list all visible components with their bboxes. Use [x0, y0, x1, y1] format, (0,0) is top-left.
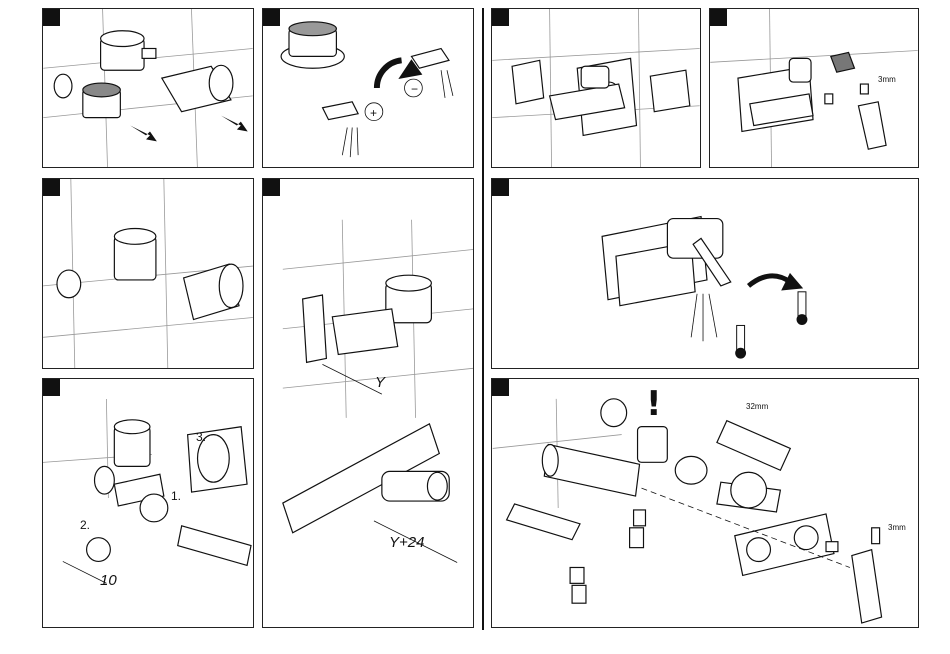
wall-plate-illustration [492, 9, 700, 167]
step-1-label: 1. [171, 490, 181, 502]
warning-mark: ! [646, 387, 662, 421]
temperature-adjust-illustration [263, 9, 473, 167]
panel-trim-sleeve [42, 178, 254, 369]
panel-exploded-parts: ! 32mm 3mm [491, 378, 919, 628]
rough-in-depth-illustration [263, 179, 473, 627]
installed-flow-illustration [492, 179, 918, 368]
step-3-label: 3. [196, 431, 206, 443]
dimension-3mm-bottom: 3mm [888, 524, 906, 532]
panel-stop-valve: 1. 2. 3. 10 [42, 378, 254, 628]
dimension-32mm: 32mm [746, 403, 768, 411]
handle-assembly-illustration [710, 9, 918, 167]
plus-sign: + [370, 107, 377, 119]
cartridge-removal-illustration [43, 9, 253, 167]
dimension-y-plus-24: Y+24 [389, 535, 424, 550]
panel-cartridge-removal [42, 8, 254, 168]
panel-installed-flow [491, 178, 919, 369]
panel-handle-assembly: 3mm [709, 8, 919, 168]
panel-temperature-adjust: + − [262, 8, 474, 168]
dimension-y: Y [375, 375, 385, 390]
dimension-10: 10 [100, 573, 117, 588]
panel-wall-plate [491, 8, 701, 168]
panel-rough-in-depth: Y Y+24 [262, 178, 474, 628]
minus-sign: − [411, 83, 418, 95]
stop-valve-illustration [43, 379, 253, 627]
center-divider [482, 8, 484, 630]
step-2-label: 2. [80, 519, 90, 531]
dimension-3mm-top: 3mm [878, 76, 896, 84]
trim-sleeve-illustration [43, 179, 253, 368]
exploded-parts-illustration [492, 379, 918, 627]
